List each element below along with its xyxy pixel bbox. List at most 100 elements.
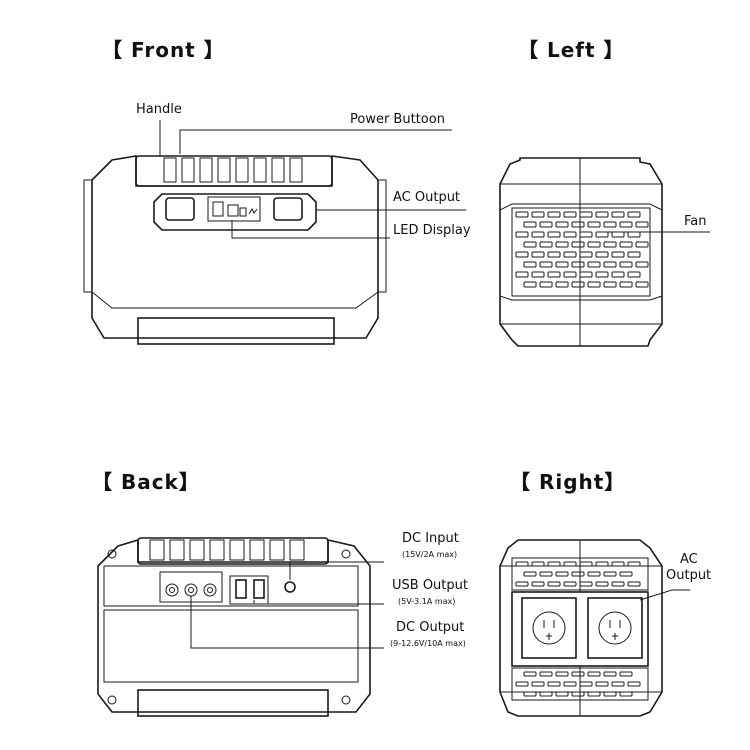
vent-slot xyxy=(595,251,609,258)
vent-slot xyxy=(587,261,601,268)
vent-slot xyxy=(611,211,625,218)
vent-slot xyxy=(603,571,617,577)
vent-slot xyxy=(531,581,545,587)
vent-slot xyxy=(611,561,625,567)
vent-slot xyxy=(611,581,625,587)
vent-slot xyxy=(515,211,529,218)
vent-slot xyxy=(539,261,553,268)
vent-slot xyxy=(579,681,593,687)
front-led-display xyxy=(207,196,261,222)
vent-slot xyxy=(547,581,561,587)
vent-slot xyxy=(547,681,561,687)
vent-slot xyxy=(515,561,529,567)
vent-slot xyxy=(619,691,633,697)
vent-slot xyxy=(555,571,569,577)
right-ac-label-line1: AC xyxy=(680,552,698,567)
vent-slot xyxy=(635,281,649,288)
vent-slot xyxy=(563,231,577,238)
front-control-panel xyxy=(153,193,317,231)
front-view-title: 【 Front 】 xyxy=(102,38,225,62)
vent-slot xyxy=(619,261,633,268)
vent-slot xyxy=(555,281,569,288)
vent-slot xyxy=(539,221,553,228)
handle-label: Handle xyxy=(136,102,182,117)
vent-slot xyxy=(547,231,561,238)
vent-slot xyxy=(619,241,633,248)
vent-slot xyxy=(523,281,537,288)
right-top-vent xyxy=(511,557,649,591)
vent-slot xyxy=(515,231,529,238)
usb-output-port-group xyxy=(229,575,269,605)
vent-slot xyxy=(579,581,593,587)
vent-slot xyxy=(571,671,585,677)
vent-slot xyxy=(595,581,609,587)
vent-slot xyxy=(531,561,545,567)
vent-slot xyxy=(587,671,601,677)
vent-slot xyxy=(539,671,553,677)
usb-output-spec: (5V-3.1A max) xyxy=(398,597,456,606)
vent-slot xyxy=(515,581,529,587)
vent-slot xyxy=(603,281,617,288)
vent-slot xyxy=(587,221,601,228)
left-body xyxy=(499,157,663,347)
vent-slot xyxy=(627,211,641,218)
vent-slot xyxy=(547,561,561,567)
vent-slot xyxy=(523,571,537,577)
vent-slot xyxy=(523,241,537,248)
vent-slot xyxy=(539,241,553,248)
dc-input-label: DC Input xyxy=(402,531,459,546)
vent-slot xyxy=(563,271,577,278)
vent-slot xyxy=(587,571,601,577)
vent-slot xyxy=(603,241,617,248)
vent-slot xyxy=(563,211,577,218)
dc-output-label: DC Output xyxy=(396,620,465,635)
front-foot xyxy=(137,317,335,345)
vent-slot xyxy=(547,251,561,258)
front-view-device xyxy=(83,155,387,345)
vent-slot xyxy=(547,271,561,278)
ac-socket-1 xyxy=(521,597,577,659)
vent-slot xyxy=(587,241,601,248)
fan-slots xyxy=(515,211,649,288)
vent-slot xyxy=(595,271,609,278)
right-ac-leader-line xyxy=(639,589,690,601)
vent-slot xyxy=(611,231,625,238)
vent-slot xyxy=(531,211,545,218)
vent-slot xyxy=(611,271,625,278)
back-view-device xyxy=(97,537,371,717)
vent-slot xyxy=(547,211,561,218)
vent-slot xyxy=(627,681,641,687)
back-port-panel xyxy=(103,565,359,607)
vent-slot xyxy=(579,251,593,258)
dc-input-spec: (15V/2A max) xyxy=(402,550,458,559)
vent-slot xyxy=(539,281,553,288)
vent-slot xyxy=(603,671,617,677)
vent-slot xyxy=(571,281,585,288)
vent-slot xyxy=(603,691,617,697)
vent-slot xyxy=(523,691,537,697)
vent-slot xyxy=(571,241,585,248)
vent-slot xyxy=(611,251,625,258)
vent-slot xyxy=(555,671,569,677)
back-leader-lines xyxy=(190,561,384,649)
right-view-device xyxy=(499,539,663,717)
front-ac-output xyxy=(273,197,303,221)
vent-slot xyxy=(563,251,577,258)
vent-slot xyxy=(595,561,609,567)
right-view-title: 【 Right】 xyxy=(510,470,626,494)
left-view-device xyxy=(499,157,663,347)
vent-slot xyxy=(603,221,617,228)
vent-slot xyxy=(555,241,569,248)
back-body xyxy=(97,538,371,713)
vent-slot xyxy=(627,561,641,567)
vent-slot xyxy=(611,681,625,687)
vent-slot xyxy=(563,681,577,687)
vent-slot xyxy=(627,271,641,278)
back-foot xyxy=(137,689,329,717)
vent-slot xyxy=(595,681,609,687)
vent-slot xyxy=(515,271,529,278)
vent-slot xyxy=(539,571,553,577)
vent-slot xyxy=(579,231,593,238)
vent-slot xyxy=(627,231,641,238)
